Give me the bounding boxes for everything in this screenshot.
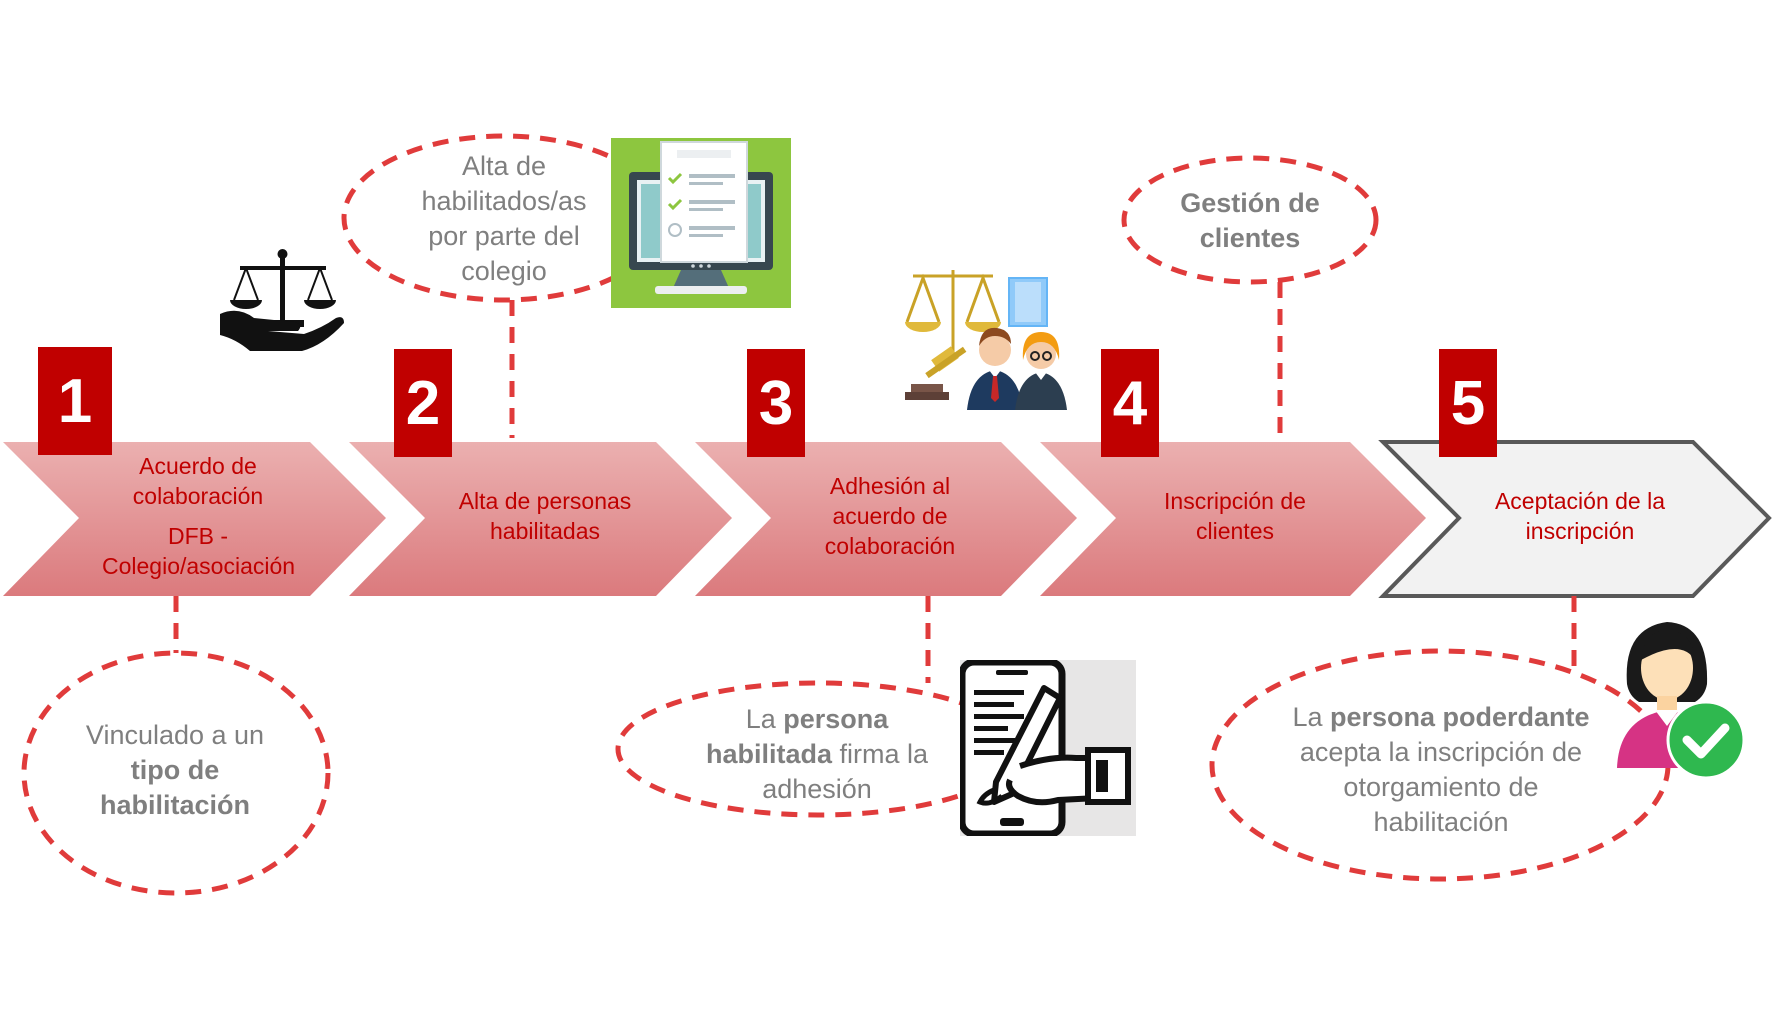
mobile-signature-icon: [960, 660, 1136, 836]
step-label-3: Adhesión al acuerdo de colaboración: [824, 473, 956, 559]
note-label-4: Gestión de clientes: [1180, 188, 1320, 254]
step-number-3: 3: [747, 349, 805, 457]
step-label-5: Aceptación de la inscripción: [1494, 488, 1666, 544]
step-number-2: 2: [394, 349, 452, 457]
note-label-1: Vinculado a un tipo de habilitación: [85, 720, 265, 821]
lawyers-justice-icon: [905, 270, 1067, 410]
step-number-5: 5: [1439, 349, 1497, 457]
step-number-4: 4: [1101, 349, 1159, 457]
step-label-1: Acuerdo de colaboración DFB - Colegio/as…: [88, 452, 308, 582]
note-ellipse-1: [21, 650, 331, 896]
chevron-step-5: [1378, 440, 1772, 598]
step-1-subtitle: DFB - Colegio/asociación: [102, 522, 296, 579]
note-label-5: La persona poderdante acepta la inscripc…: [1292, 702, 1590, 838]
chevron-step-3: [695, 442, 1077, 596]
note-label-2: Alta de habilitados/as por parte del col…: [421, 151, 587, 287]
step-label-4: Inscripción de clientes: [1164, 488, 1306, 544]
chevron-step-4: [1040, 442, 1426, 596]
note-label-3: La persona habilitada firma la adhesión: [705, 704, 929, 805]
step-1-title: Acuerdo de colaboración: [132, 453, 264, 509]
note-ellipse-4: [1121, 155, 1379, 285]
step-label-2: Alta de personas habilitadas: [458, 488, 632, 544]
scales-hand-icon: [220, 249, 344, 351]
computer-checklist-icon: [611, 138, 791, 308]
chevron-step-1: [3, 442, 386, 596]
step-number-1: 1: [38, 347, 112, 455]
woman-check-icon: [1617, 622, 1746, 780]
chevron-step-2: [349, 442, 732, 596]
